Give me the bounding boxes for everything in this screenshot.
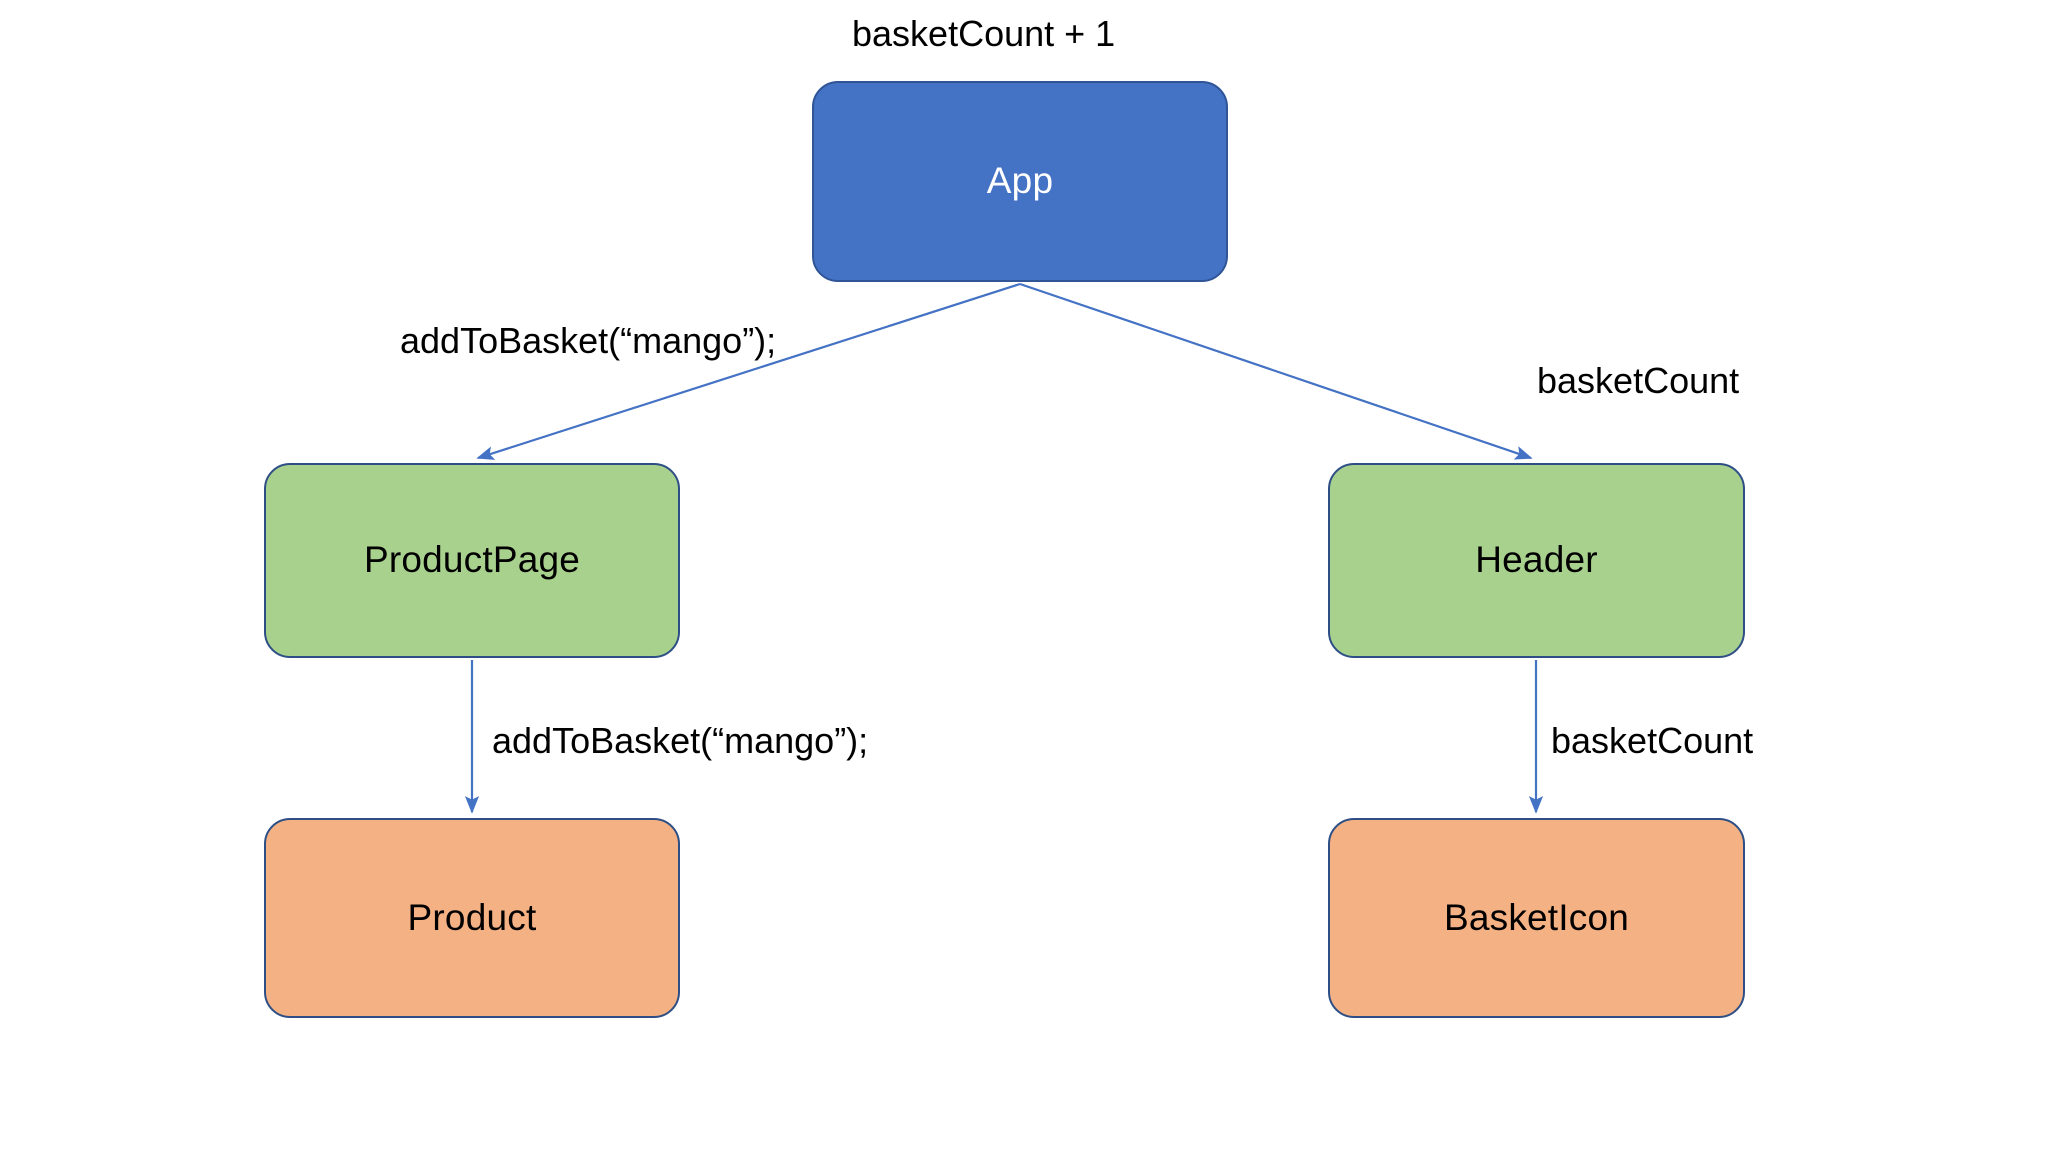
- node-app-label: App: [986, 160, 1054, 202]
- edge-label-app-to-productpage: addToBasket(“mango”);: [400, 320, 777, 361]
- edge-label-app-top: basketCount + 1: [852, 13, 1116, 54]
- edge-label-app-to-header: basketCount: [1537, 360, 1740, 401]
- node-basketicon[interactable]: BasketIcon: [1328, 818, 1745, 1018]
- node-product-label: Product: [407, 896, 537, 938]
- node-header-label: Header: [1475, 539, 1598, 581]
- node-productpage-label: ProductPage: [363, 539, 581, 581]
- node-product[interactable]: Product: [264, 818, 680, 1018]
- edge-app-to-productpage: [476, 282, 1021, 460]
- node-basketicon-label: BasketIcon: [1443, 896, 1630, 938]
- node-header[interactable]: Header: [1328, 463, 1745, 658]
- edge-app-to-header: [1019, 282, 1533, 460]
- node-app[interactable]: App: [812, 81, 1228, 282]
- edge-label-header-to-basketicon: basketCount: [1551, 720, 1754, 761]
- node-productpage[interactable]: ProductPage: [264, 463, 680, 658]
- edge-label-productpage-to-product: addToBasket(“mango”);: [492, 720, 869, 761]
